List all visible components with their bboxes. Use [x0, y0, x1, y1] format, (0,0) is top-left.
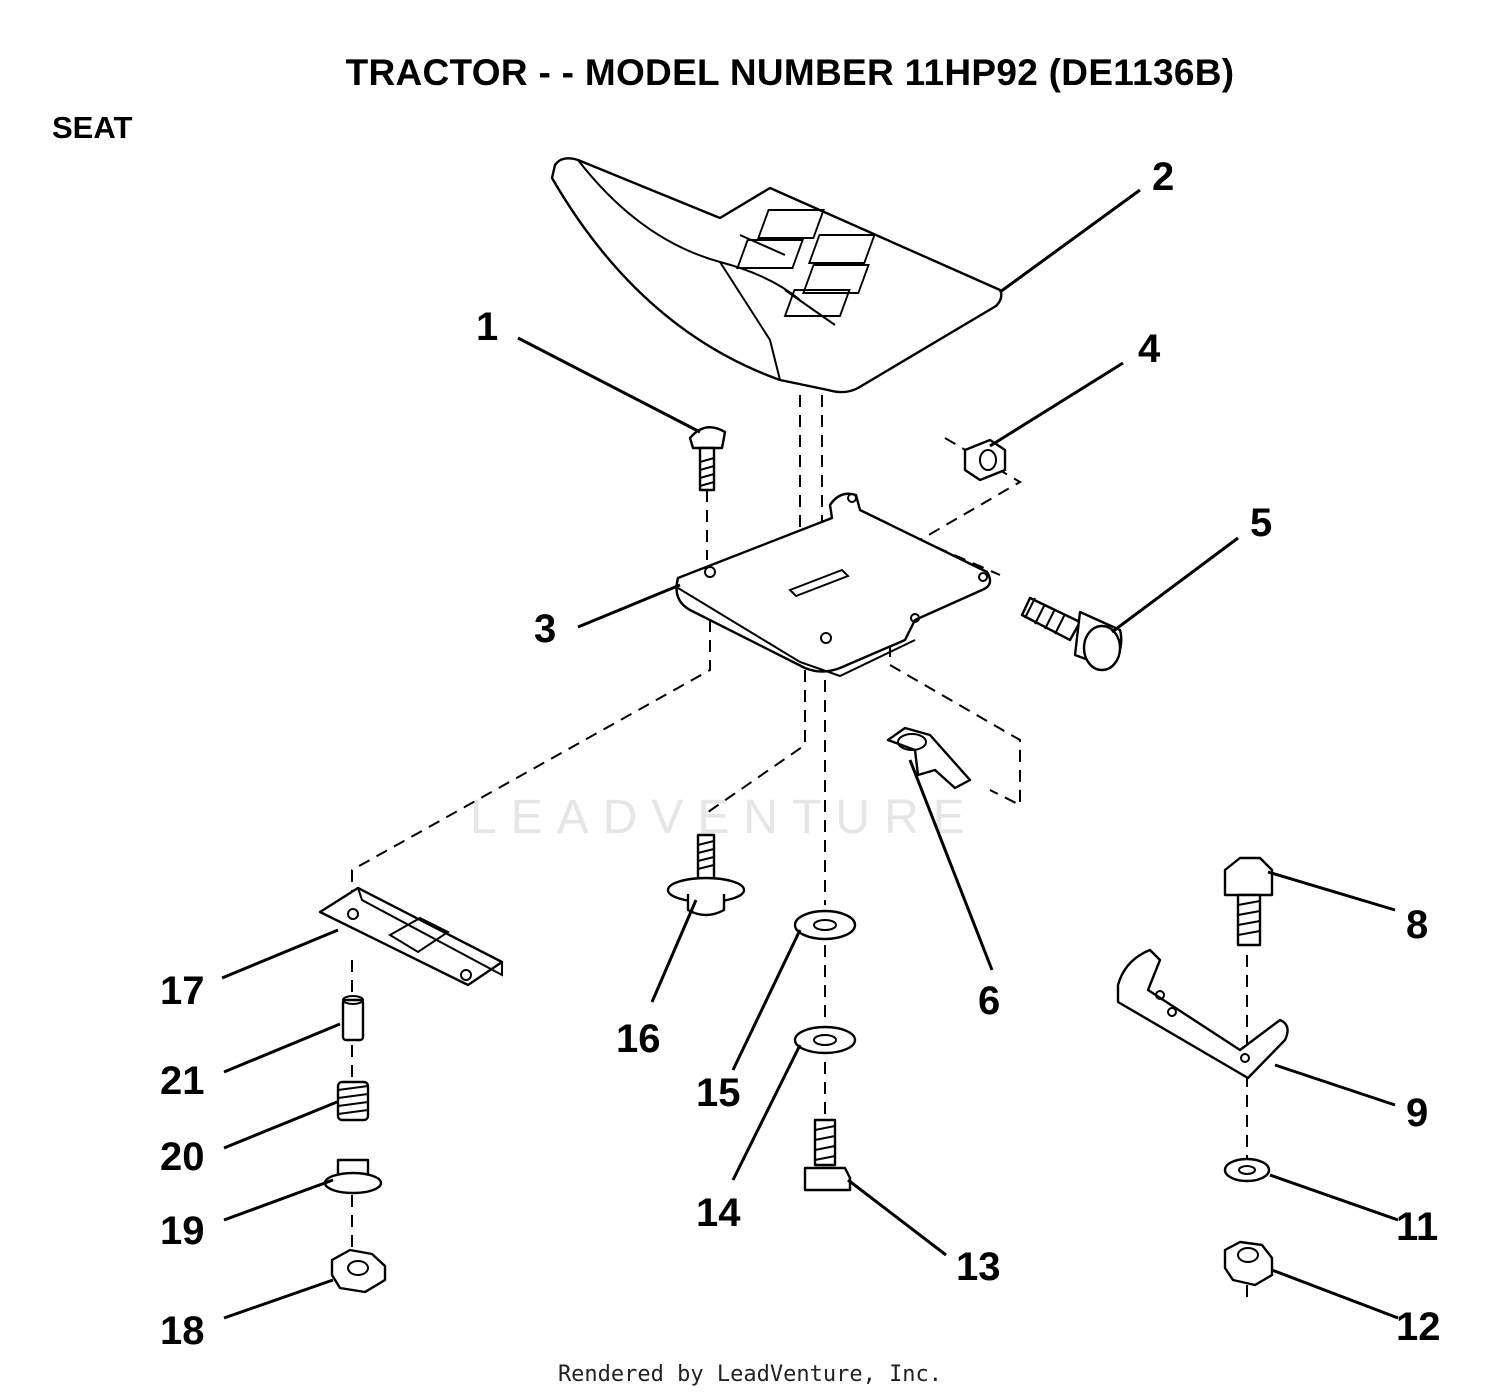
leader-lines [221, 188, 1399, 1320]
callout-15: 15 [696, 1071, 741, 1115]
callout-3: 3 [534, 607, 556, 651]
flat-washer [793, 909, 857, 941]
callout-12: 12 [1396, 1305, 1441, 1349]
callout-numbers: 1 2 3 4 5 6 8 9 11 12 13 14 15 16 17 21 … [160, 155, 1441, 1353]
page-title: TRACTOR - - MODEL NUMBER 11HP92 (DE1136B… [345, 52, 1235, 93]
cap-screw [1223, 856, 1274, 947]
slide-rail [318, 886, 504, 987]
nut [963, 438, 1007, 482]
callout-2: 2 [1152, 155, 1174, 199]
hex-bolt [803, 1118, 852, 1192]
carriage-bolt [688, 426, 727, 492]
bracket [1116, 948, 1289, 1080]
callout-20: 20 [160, 1135, 205, 1179]
pin [341, 995, 365, 1042]
wire-clip [886, 726, 972, 790]
callout-17: 17 [160, 969, 205, 1013]
flange-sleeve [323, 1158, 383, 1195]
footer-credit: Rendered by LeadVenture, Inc. [557, 1362, 943, 1387]
callout-8: 8 [1406, 903, 1428, 947]
shoulder-screw [666, 833, 746, 917]
flange-nut [330, 1248, 387, 1294]
callout-4: 4 [1138, 327, 1161, 371]
lock-nut [1223, 1240, 1274, 1287]
shoulder-bolt [1020, 596, 1123, 672]
watermark: LEADVENTURE [470, 791, 979, 844]
lock-washer [793, 1025, 857, 1055]
callout-18: 18 [160, 1309, 205, 1353]
callout-16: 16 [616, 1017, 661, 1061]
callout-5: 5 [1250, 501, 1272, 545]
washer [1223, 1157, 1271, 1183]
callout-21: 21 [160, 1059, 205, 1103]
callout-13: 13 [956, 1245, 1001, 1289]
callout-9: 9 [1406, 1091, 1428, 1135]
callout-14: 14 [696, 1191, 741, 1235]
spring [336, 1080, 370, 1122]
section-label: SEAT [52, 110, 133, 145]
callout-1: 1 [476, 305, 498, 349]
callout-6: 6 [978, 979, 1000, 1023]
callout-19: 19 [160, 1209, 205, 1253]
callout-11: 11 [1396, 1205, 1438, 1249]
seat-plate [675, 492, 992, 678]
seat [550, 157, 1003, 394]
